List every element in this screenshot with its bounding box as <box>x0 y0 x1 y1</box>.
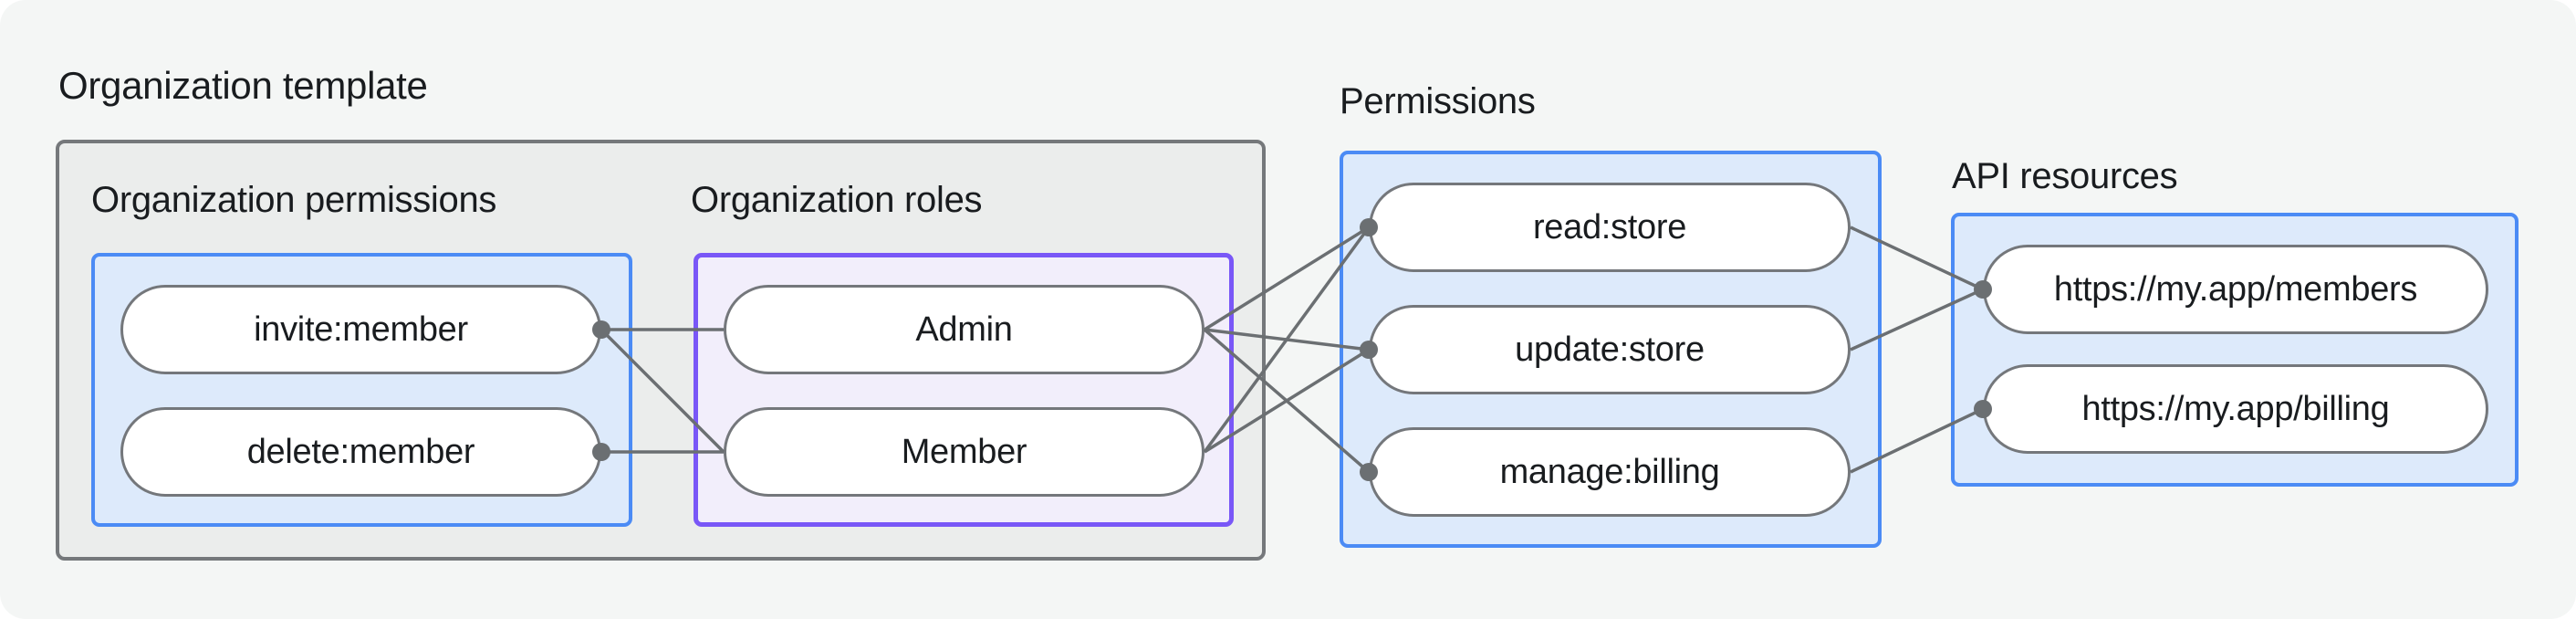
node-label: Member <box>901 433 1027 471</box>
org-roles-label: Organization roles <box>691 180 983 220</box>
node-admin-role: Admin <box>724 285 1205 374</box>
node-manage-billing: manage:billing <box>1369 427 1851 517</box>
node-label: Admin <box>915 310 1013 349</box>
node-delete-member: delete:member <box>120 407 601 497</box>
node-update-store: update:store <box>1369 305 1851 394</box>
node-api-members: https://my.app/members <box>1983 245 2488 334</box>
node-label: delete:member <box>246 433 475 471</box>
node-api-billing: https://my.app/billing <box>1983 364 2488 454</box>
node-label: https://my.app/members <box>2053 270 2418 309</box>
node-member-role: Member <box>724 407 1205 497</box>
node-label: manage:billing <box>1499 453 1720 491</box>
node-label: read:store <box>1532 208 1687 247</box>
node-label: update:store <box>1515 330 1705 369</box>
node-read-store: read:store <box>1369 183 1851 272</box>
diagram-title: Organization template <box>58 64 428 107</box>
node-label: invite:member <box>254 310 468 349</box>
org-permissions-label: Organization permissions <box>91 180 497 220</box>
node-invite-member: invite:member <box>120 285 601 374</box>
api-resources-label: API resources <box>1952 156 2178 196</box>
permissions-label: Permissions <box>1340 81 1536 121</box>
node-label: https://my.app/billing <box>2081 390 2390 428</box>
